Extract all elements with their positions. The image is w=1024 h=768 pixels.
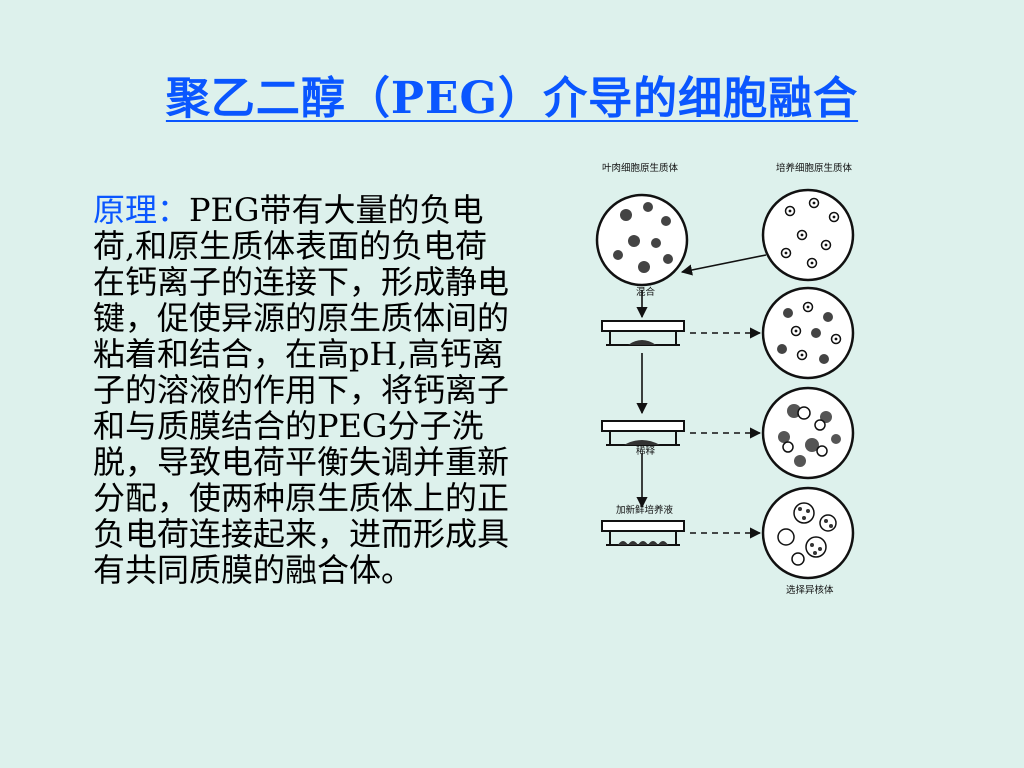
mesophyll-protoplast-circle: [595, 193, 689, 287]
label-mesophyll-protoplast: 叶肉细胞原生质体: [602, 162, 679, 174]
culture-protoplast-circle: [761, 188, 855, 282]
principle-text: PEG带有大量的负电荷,和原生质体表面的负电荷在钙离子的连接下，形成静电键，促使…: [93, 191, 510, 589]
dish-1: [601, 320, 685, 346]
heterokaryon-circle: [761, 486, 855, 580]
step-mix-label: 混合: [636, 286, 656, 298]
slide-title: 聚乙二醇（PEG）介导的细胞融合: [165, 73, 859, 124]
merge-arrow: [680, 254, 767, 276]
dish-3: [601, 520, 685, 546]
adhering-protoplasts-circle: [761, 386, 855, 480]
label-culture-protoplast: 培养细胞原生质体: [776, 162, 853, 174]
principle-term: 原理：: [93, 191, 190, 229]
label-select-heterokaryon: 选择异核体: [786, 584, 834, 596]
principle-paragraph: 原理：PEG带有大量的负电荷,和原生质体表面的负电荷在钙离子的连接下，形成静电键…: [93, 192, 511, 588]
dish-2: [601, 420, 685, 446]
mixed-protoplasts-circle: [761, 286, 855, 380]
step-fresh-medium-label: 加新鲜培养液: [616, 504, 674, 516]
peg-fusion-diagram: 叶肉细胞原生质体 培养细胞原生质体 混合: [595, 162, 855, 596]
step-dilute-label: 稀释: [636, 445, 656, 457]
